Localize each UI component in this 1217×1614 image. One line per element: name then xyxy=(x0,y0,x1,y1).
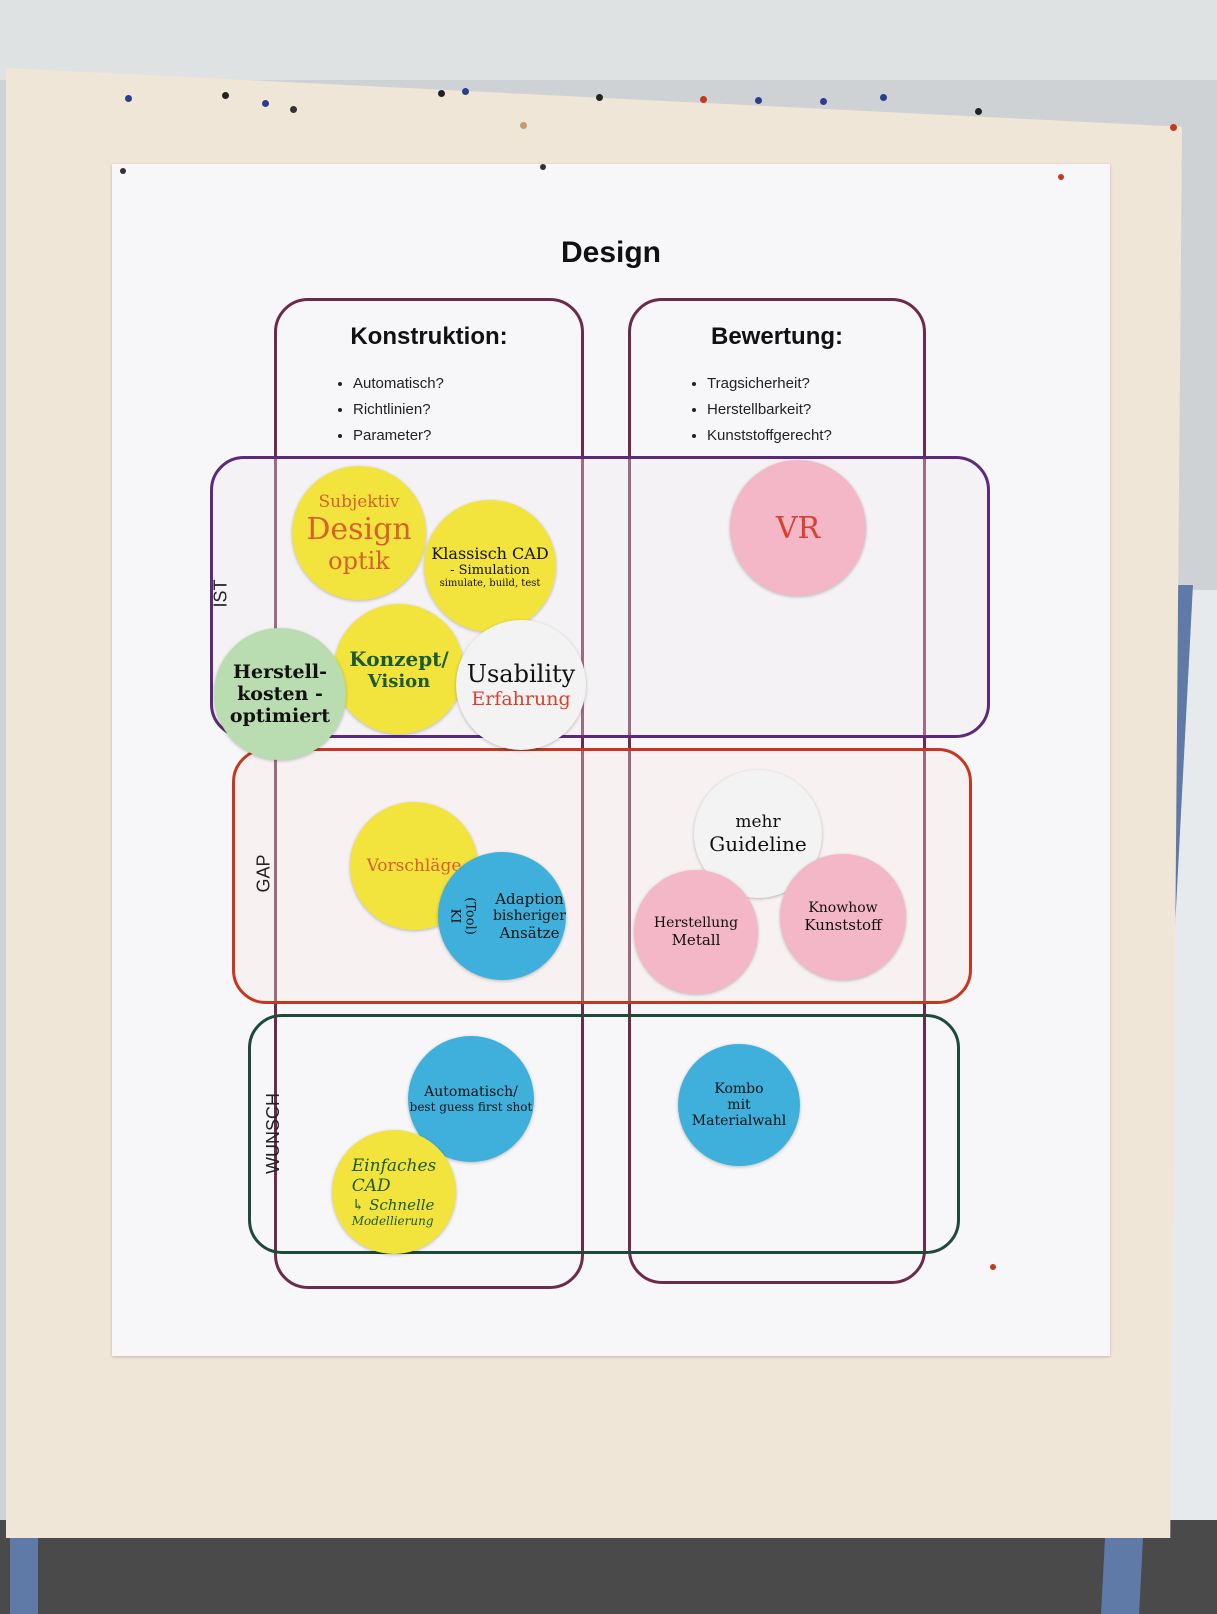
pin xyxy=(540,164,546,170)
column-konstruktion: Konstruktion: Automatisch? Richtlinien? … xyxy=(274,298,584,1289)
pin xyxy=(438,90,445,97)
note-konzept-vision: Konzept/Vision xyxy=(334,604,464,734)
pin xyxy=(262,100,269,107)
pin xyxy=(125,95,132,102)
column-bullets: Automatisch? Richtlinien? Parameter? xyxy=(329,371,444,449)
pin xyxy=(462,88,469,95)
pin xyxy=(1058,174,1064,180)
row-label: WUNSCH xyxy=(263,1093,283,1174)
note-herstellkosten: Herstell-kosten -optimiert xyxy=(214,628,346,760)
pin xyxy=(290,106,297,113)
column-title: Bewertung: xyxy=(711,323,843,350)
bullet-item: Kunststoffgerecht? xyxy=(707,423,832,449)
pin xyxy=(222,92,229,99)
row-wunsch: WUNSCH xyxy=(248,1014,960,1254)
poster-paper: Design Konstruktion: Automatisch? Richtl… xyxy=(112,164,1110,1356)
row-label: IST xyxy=(210,579,231,608)
pin xyxy=(820,98,827,105)
bullet-item: Herstellbarkeit? xyxy=(707,397,832,423)
pin xyxy=(990,1264,996,1270)
poster-title: Design xyxy=(560,236,662,269)
bullet-item: Parameter? xyxy=(353,423,444,449)
pin xyxy=(520,122,527,129)
pin xyxy=(975,108,982,115)
pin xyxy=(1170,124,1177,131)
column-bullets: Tragsicherheit? Herstellbarkeit? Kunstst… xyxy=(683,371,832,449)
column-title: Konstruktion: xyxy=(350,323,508,350)
pin xyxy=(880,94,887,101)
pin xyxy=(596,94,603,101)
note-vr: VR xyxy=(730,460,866,596)
bullet-item: Automatisch? xyxy=(353,371,444,397)
bullet-item: Tragsicherheit? xyxy=(707,371,832,397)
pin xyxy=(120,168,126,174)
pin xyxy=(755,97,762,104)
column-bewertung: Bewertung: Tragsicherheit? Herstellbarke… xyxy=(628,298,926,1284)
wall xyxy=(0,0,1217,80)
pin xyxy=(700,96,707,103)
bullet-item: Richtlinien? xyxy=(353,397,444,423)
row-label: GAP xyxy=(253,854,274,893)
